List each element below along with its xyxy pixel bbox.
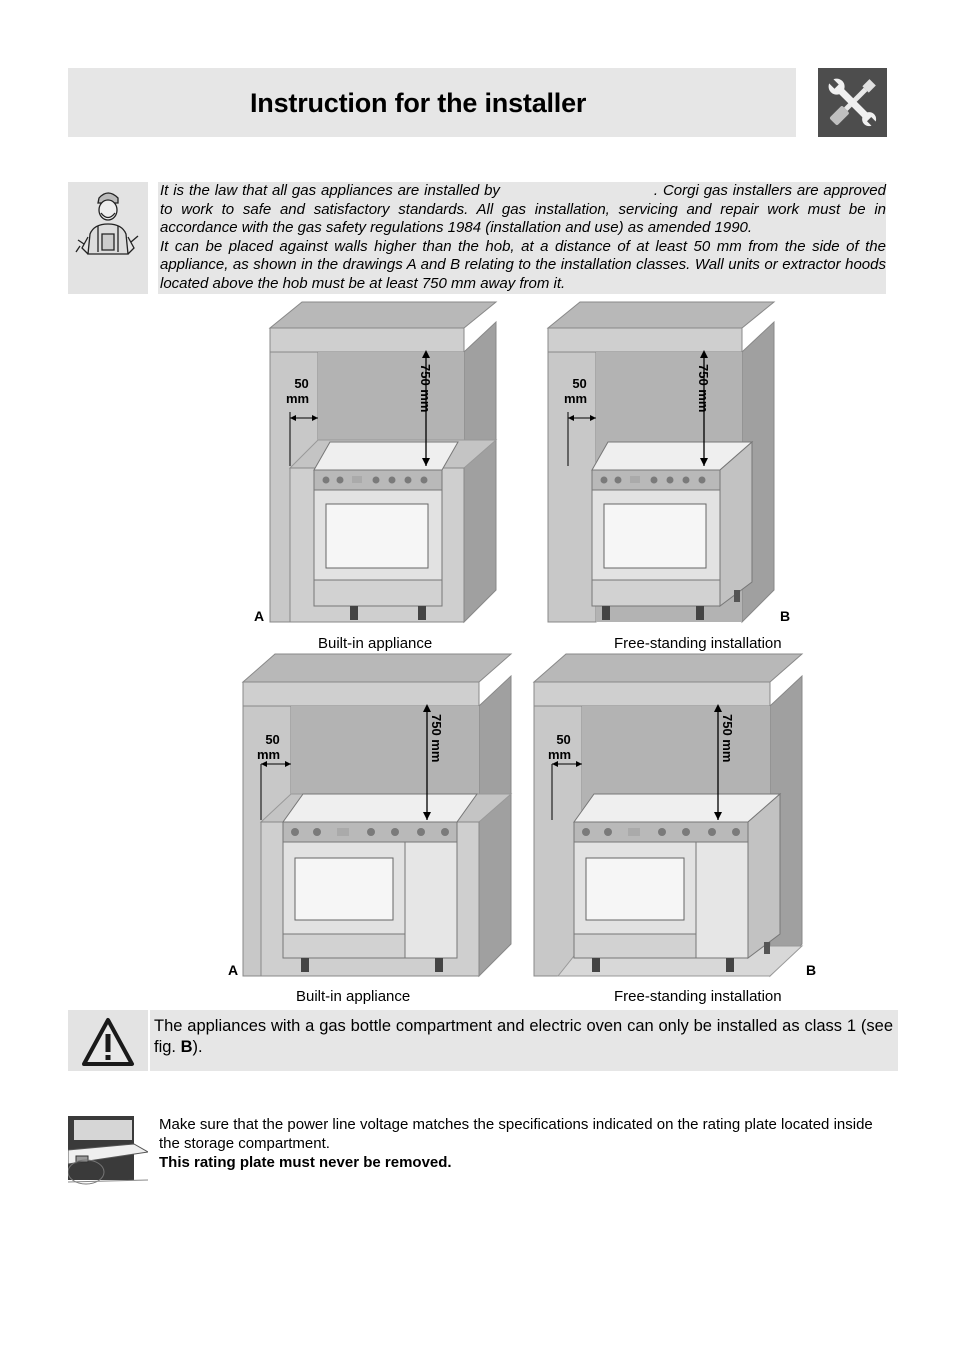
figure-a-top: 50 mm 750 mm (268, 300, 500, 624)
figure-caption: Free-standing installation (614, 635, 782, 652)
figure-letter: B (806, 962, 817, 978)
warning-background (150, 1010, 898, 1071)
intro-background (158, 182, 886, 294)
side-label-unit: mm (564, 391, 588, 406)
figure-letter: A (228, 962, 239, 978)
figure-a-bottom: 50 mm 750 mm (241, 652, 515, 978)
side-label-value: 50 (572, 376, 587, 391)
rating-plate-icon (68, 1114, 148, 1186)
figure-letter: A (254, 608, 265, 624)
warning-text-figure: B (180, 1038, 193, 1056)
side-label-value: 50 (556, 732, 571, 747)
header-bar (68, 68, 796, 137)
height-label: 750 mm (429, 714, 444, 763)
installer-person-icon (68, 182, 148, 294)
figure-caption: Built-in appliance (296, 988, 411, 1005)
power-text: Make sure that the power line voltage ma… (159, 1115, 894, 1172)
intro-line-1-after: . Corgi gas installers are approved to w… (160, 182, 886, 237)
figure-b-bottom: 50 mm 750 mm (532, 652, 806, 978)
power-instruction: Make sure that the power line voltage ma… (159, 1116, 873, 1152)
intro-line-1-before: It is the law that all gas appliances ar… (160, 182, 500, 199)
height-label: 750 mm (696, 364, 711, 413)
figure-caption: Free-standing installation (614, 988, 782, 1005)
height-label: 750 mm (418, 364, 433, 413)
page-title: Instruction for the installer (250, 88, 587, 118)
warning-text-main: The appliances with a gas bottle compart… (154, 1017, 893, 1056)
warning-text-end: ). (192, 1038, 203, 1056)
side-label-value: 50 (265, 732, 280, 747)
figure-b-top: 50 mm 750 mm (546, 300, 778, 624)
figure-caption: Built-in appliance (318, 635, 433, 652)
figure-letter: B (780, 608, 791, 624)
warning-triangle-icon (68, 1010, 148, 1071)
side-label-value: 50 (294, 376, 309, 391)
side-label-unit: mm (257, 747, 281, 762)
warning-text: The appliances with a gas bottle compart… (154, 1016, 893, 1058)
wrench-screwdriver-icon (818, 68, 887, 137)
side-label-unit: mm (548, 747, 572, 762)
side-label-unit: mm (286, 391, 310, 406)
intro-text: It is the law that all gas appliances ar… (160, 182, 886, 294)
power-warning: This rating plate must never be removed. (159, 1154, 452, 1171)
height-label: 750 mm (720, 714, 735, 763)
intro-paragraph-2: It can be placed against walls higher th… (160, 237, 886, 292)
